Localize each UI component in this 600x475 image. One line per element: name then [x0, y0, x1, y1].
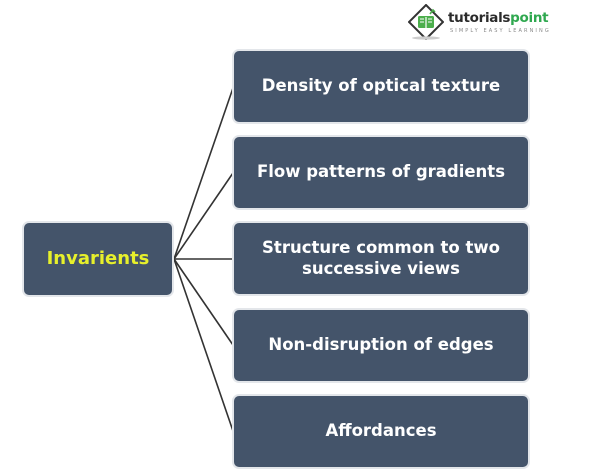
root-node-label: Invarients [46, 247, 150, 269]
child-node-label: Affordances [325, 421, 437, 441]
child-node-label: Density of optical texture [261, 76, 501, 96]
child-node-label: Flow patterns of gradients [256, 162, 506, 182]
connector-line-2 [173, 172, 234, 260]
logo-book-icon [408, 4, 444, 40]
logo-wordmark: tutorialspoint [448, 10, 549, 26]
root-node-invarients: Invarients [22, 221, 174, 297]
child-node-label: Non-disruption of edges [268, 335, 494, 355]
child-node-density-of-optical-texture: Density of optical texture [232, 49, 530, 124]
child-node-non-disruption-of-edges: Non-disruption of edges [232, 308, 530, 383]
logo-wordmark-main: tutorials [448, 10, 511, 26]
logo-wordmark-accent: point [510, 10, 549, 26]
tutorialspoint-logo: tutorialspoint SIMPLY EASY LEARNING [408, 4, 558, 42]
logo-tagline: SIMPLY EASY LEARNING [450, 28, 551, 34]
child-node-affordances: Affordances [232, 394, 530, 469]
connector-line-5 [173, 258, 234, 432]
child-node-flow-patterns-of-gradients: Flow patterns of gradients [232, 135, 530, 210]
connector-line-1 [173, 87, 234, 260]
connector-line-4 [173, 258, 234, 346]
child-node-label: Structure common to two successive views [262, 237, 500, 278]
child-node-structure-common-to-two-successive-views: Structure common to two successive views [232, 221, 530, 296]
